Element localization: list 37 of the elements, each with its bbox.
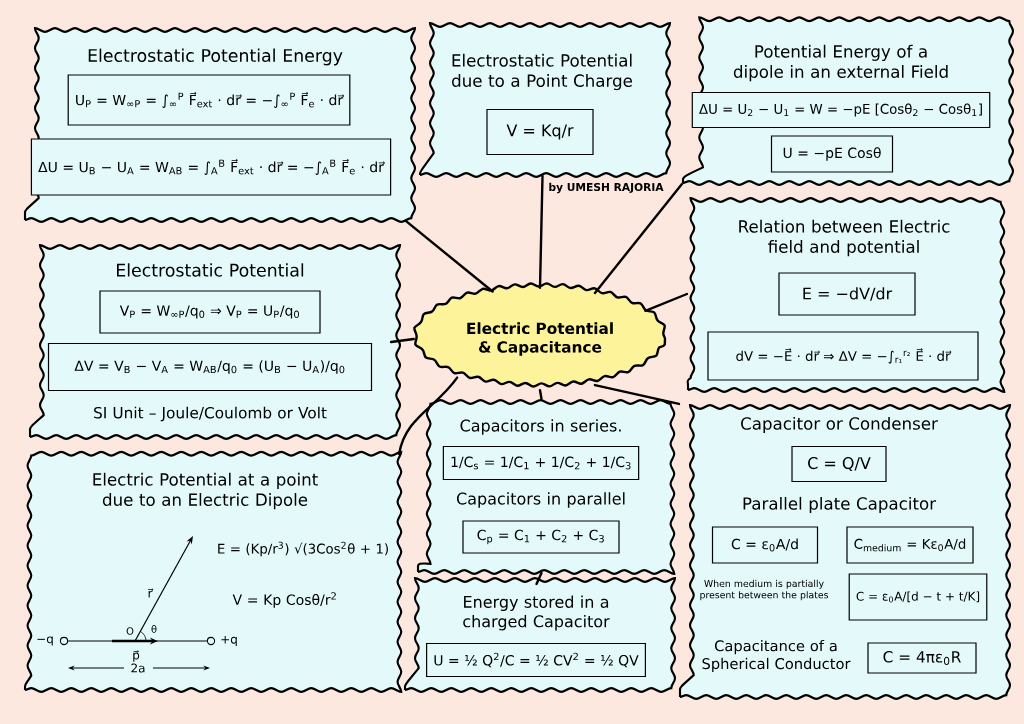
- vector-label: r⃗: [148, 588, 154, 598]
- formula-box: C$_{medium}$ = Kε$_{0}$A/d: [846, 526, 974, 564]
- connector-line: [644, 292, 689, 312]
- formula-box: U$_{P}$ = W$_{∞P}$ = ∫$_{∞}$$^{P}$ F⃗$_{ext}$ · dr⃗ = −∫$_{∞}$$^{P}$ F⃗$_{e}$ · dr⃗: [67, 74, 351, 126]
- formula-box: ΔU = U$_{2}$ − U$_{1}$ = W = −pE [Cosθ$_{2}$ − Cosθ$_{1}$]: [691, 91, 991, 129]
- connector-line: [535, 571, 543, 586]
- formula-box: U = ½ Q$^{2}$/C = ½ CV$^{2}$ = ½ QV: [426, 642, 646, 678]
- central-bubble: Electric Potential & Capacitance: [413, 282, 667, 388]
- formula-box: dV = −E⃗ · dr⃗ ⇒ ΔV = −∫$_{r₁}$$^{r₂}$ E⃗ · dr⃗: [707, 331, 979, 381]
- connector-line: [538, 174, 544, 289]
- connector-line: [538, 389, 543, 401]
- charge-label: +q: [221, 636, 237, 646]
- formula-box: 1/C$_{s}$ = 1/C$_{1}$ + 1/C$_{2}$ + 1/C$_{3}$: [442, 445, 640, 481]
- connector-line: [404, 219, 494, 293]
- author-credit: by UMESH RAJORIA: [549, 182, 664, 194]
- point-label: O: [126, 627, 134, 635]
- formula-box: C$_{p}$ = C$_{1}$ + C$_{2}$ + C$_{3}$: [462, 520, 620, 554]
- connector-line: [593, 182, 684, 295]
- angle-label: θ: [151, 625, 157, 633]
- connector-line: [389, 337, 415, 344]
- caption-text: When medium is partially present between the plates: [700, 579, 829, 601]
- formula-box: ΔU = U$_{B}$ − U$_{A}$ = W$_{AB}$ = ∫$_{A}$$^{B}$ F⃗$_{ext}$ · dr⃗ = −∫$_{A}$$^{B}$ F⃗$_{e}$ · dr⃗: [30, 138, 392, 196]
- formula-box: ΔV = V$_{B}$ − V$_{A}$ = W$_{AB}$/q$_{0}$ = (U$_{B}$ − U$_{A}$)/q$_{0}$: [47, 342, 373, 392]
- connector-line: [397, 376, 459, 456]
- formula-box: V = Kq/r: [486, 108, 594, 156]
- caption-text: Capacitance of a Spherical Conductor: [702, 639, 851, 673]
- charge-label: −q: [37, 636, 53, 646]
- formula-box: C = Q/V: [791, 445, 887, 483]
- formula-box: U = −pE Cosθ: [770, 135, 894, 173]
- formula-box: V$_{P}$ = W$_{∞P}$/q$_{0}$ ⇒ V$_{P}$ = U$_{P}$/q$_{0}$: [99, 290, 321, 334]
- formula-box: C = ε$_{0}$A/d: [711, 526, 819, 564]
- vector-label: p⃗: [133, 650, 140, 662]
- formula-box: C = ε$_{0}$A/[d − t + t/K]: [848, 573, 988, 621]
- formula-box: E = −dV/dr: [778, 272, 916, 316]
- connector-line: [593, 383, 681, 406]
- dimension-label: 2a: [131, 663, 145, 673]
- formula-box: C = 4πε$_{0}$R: [867, 642, 977, 674]
